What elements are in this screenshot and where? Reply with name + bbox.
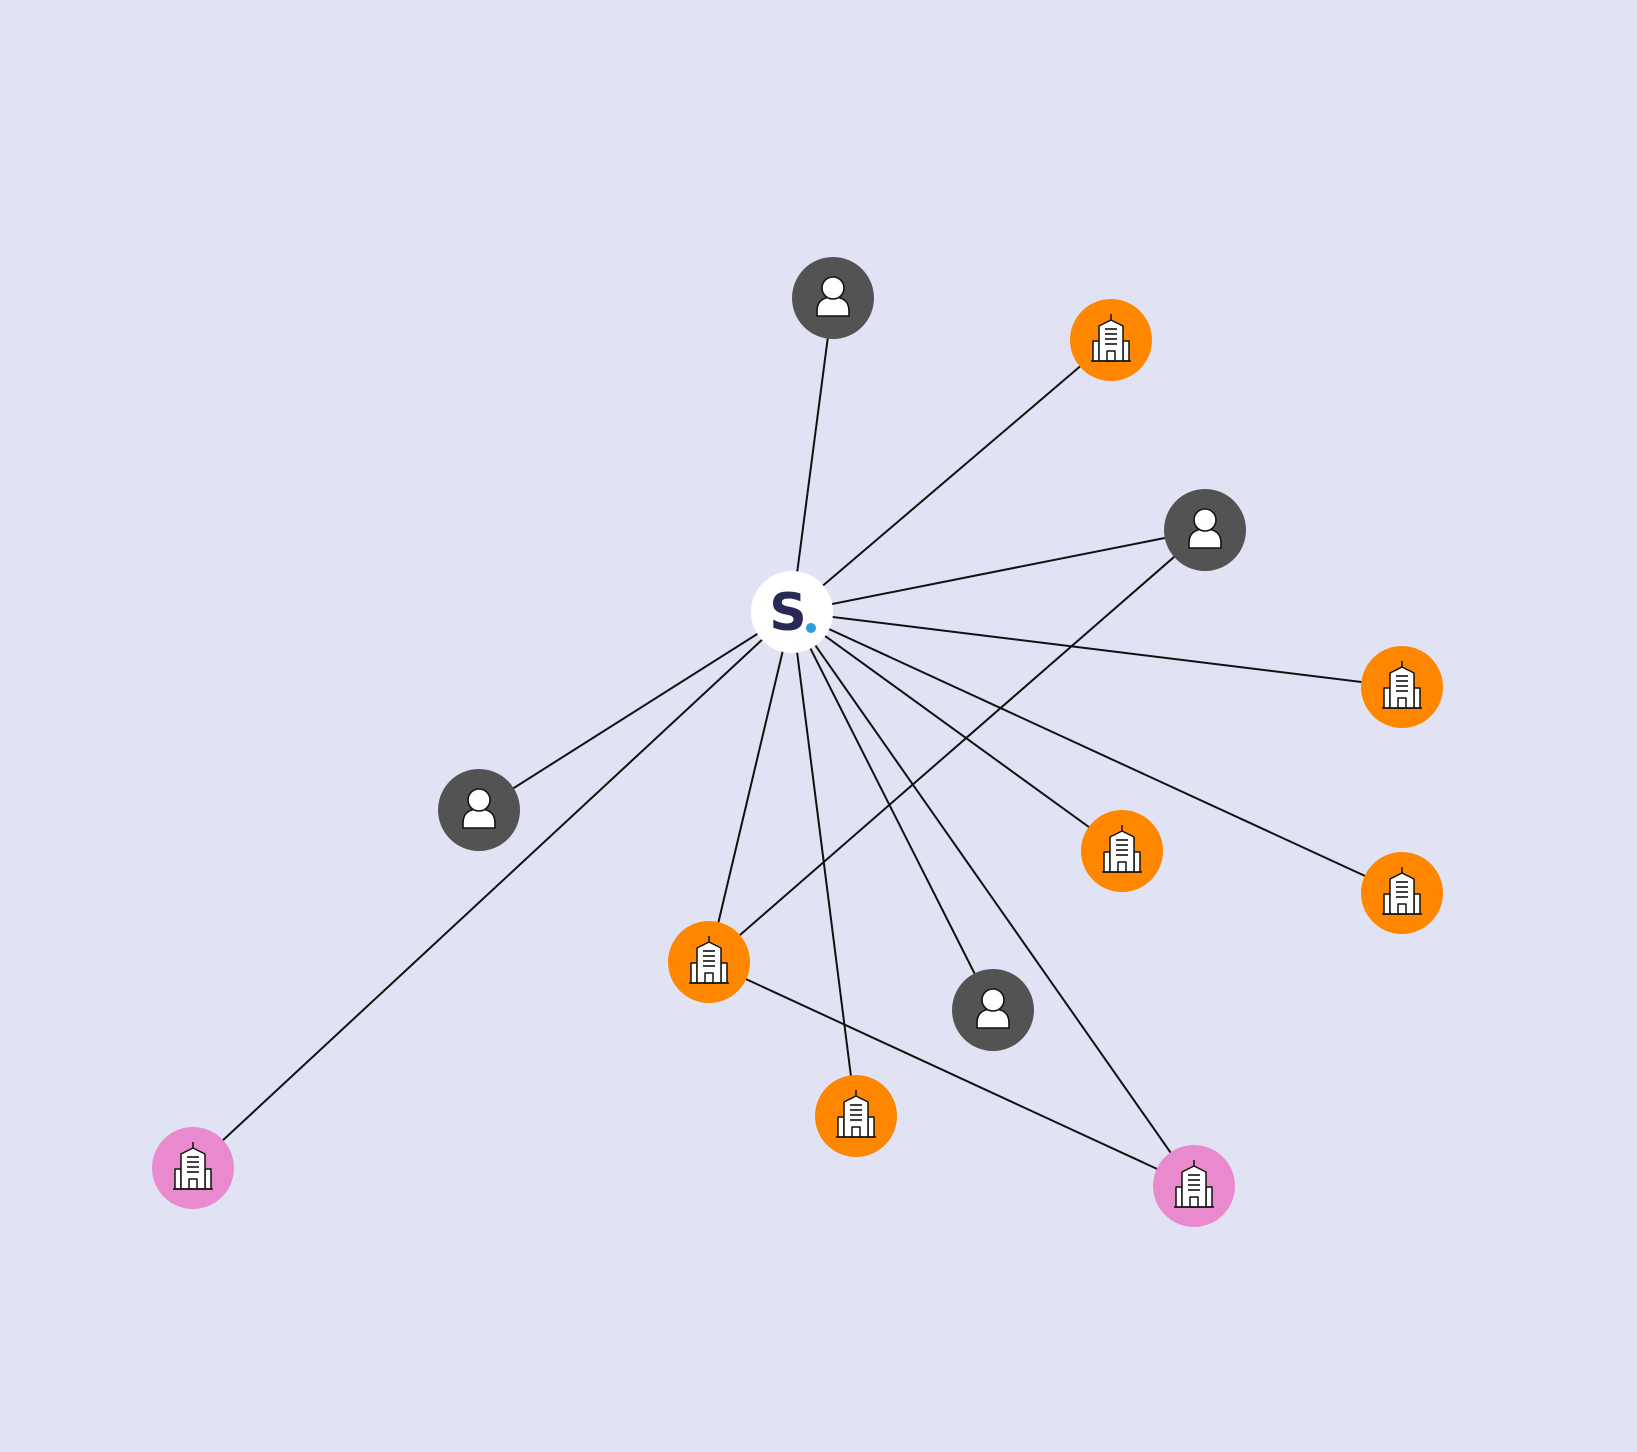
edge-hub-person-4 bbox=[791, 611, 994, 1011]
edge-hub-org-7 bbox=[192, 611, 793, 1169]
building-icon bbox=[1091, 314, 1131, 362]
person-icon bbox=[816, 276, 850, 317]
edge-hub-person-1 bbox=[791, 297, 834, 613]
edge-hub-person-3 bbox=[478, 611, 793, 811]
person-icon bbox=[976, 988, 1010, 1029]
edge-hub-person-2 bbox=[791, 529, 1206, 613]
edge-hub-org-8 bbox=[791, 611, 1195, 1187]
node-org-4[interactable] bbox=[1361, 852, 1443, 934]
edge-hub-org-5 bbox=[708, 611, 793, 963]
node-org-7[interactable] bbox=[152, 1127, 234, 1209]
building-icon bbox=[173, 1142, 213, 1190]
node-hub[interactable]: S bbox=[751, 571, 833, 653]
edge-hub-org-3 bbox=[791, 611, 1123, 852]
node-org-8[interactable] bbox=[1153, 1145, 1235, 1227]
node-org-3[interactable] bbox=[1081, 810, 1163, 892]
node-person-2[interactable] bbox=[1164, 489, 1246, 571]
node-person-1[interactable] bbox=[792, 257, 874, 339]
node-person-3[interactable] bbox=[438, 769, 520, 851]
building-icon bbox=[689, 936, 729, 984]
nodes-layer: S bbox=[152, 257, 1443, 1227]
node-person-4[interactable] bbox=[952, 969, 1034, 1051]
edge-org-5-org-8 bbox=[708, 961, 1195, 1187]
person-icon bbox=[1188, 508, 1222, 549]
edges-layer bbox=[192, 297, 1403, 1187]
hub-logo-letter: S bbox=[769, 583, 806, 643]
person-icon bbox=[462, 788, 496, 829]
edge-person-2-org-5 bbox=[708, 529, 1206, 963]
node-org-5[interactable] bbox=[668, 921, 750, 1003]
edge-hub-org-6 bbox=[791, 611, 857, 1117]
building-icon bbox=[1102, 825, 1142, 873]
hub-logo-dot bbox=[806, 623, 816, 633]
building-icon bbox=[1174, 1160, 1214, 1208]
building-icon bbox=[836, 1090, 876, 1138]
edge-hub-org-1 bbox=[791, 339, 1112, 613]
node-org-1[interactable] bbox=[1070, 299, 1152, 381]
building-icon bbox=[1382, 867, 1422, 915]
edge-hub-org-2 bbox=[791, 611, 1403, 688]
edge-hub-org-4 bbox=[791, 611, 1403, 894]
node-org-2[interactable] bbox=[1361, 646, 1443, 728]
node-org-6[interactable] bbox=[815, 1075, 897, 1157]
building-icon bbox=[1382, 661, 1422, 709]
